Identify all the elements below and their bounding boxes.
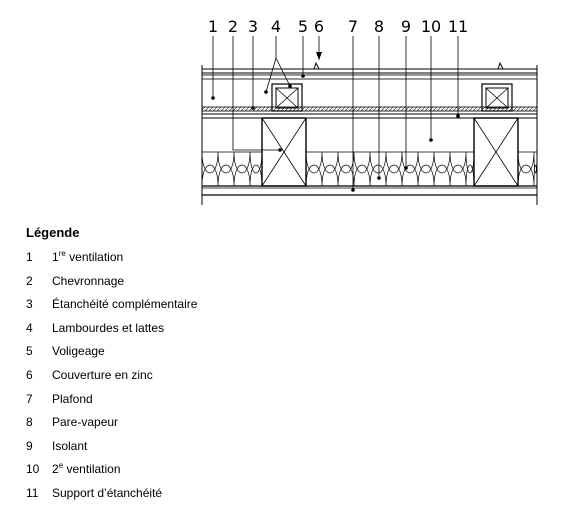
callout-number: 1 [208, 17, 218, 36]
insulation [201, 151, 538, 187]
rafters [261, 117, 519, 187]
legend-number: 6 [26, 368, 33, 382]
legend-label: Couverture en zinc [52, 367, 153, 383]
legend-label: Étanchéité complémentaire [52, 296, 197, 312]
legend-label: Voligeage [52, 343, 105, 359]
legend-label-text: 2 [52, 462, 59, 477]
callout-number: 11 [448, 17, 468, 36]
section-edges [201, 65, 538, 205]
insulation-fill [201, 151, 263, 187]
legend-number: 8 [26, 415, 33, 430]
leader-lines [212, 36, 459, 190]
decking [201, 74, 538, 80]
callout-number: 9 [401, 17, 411, 36]
callout-number: 10 [421, 17, 441, 36]
leader-dots [211, 74, 460, 192]
legend-number: 4 [26, 320, 33, 335]
legend-title: Légende [26, 225, 80, 240]
legend-label: Isolant [52, 438, 87, 454]
callout-number: 8 [374, 17, 384, 36]
callout-number: 3 [248, 17, 258, 36]
ceiling [202, 185, 537, 196]
legend-label-text: Étanchéité complémentaire [52, 297, 198, 312]
legend-label-text: Isolant [52, 438, 88, 453]
insulation-fill [517, 151, 538, 187]
legend-number: 2 [26, 273, 33, 288]
legend-label-superscript: e [58, 461, 64, 471]
legend-label-superscript: re [58, 249, 66, 258]
zinc-arrow [316, 52, 322, 60]
legend-label-suffix: ventilation [63, 462, 121, 477]
legend-number: 3 [26, 297, 33, 312]
legend-label: Support d’étanchéité [52, 485, 162, 501]
legend-number: 11 [26, 486, 39, 500]
legend-number: 10 [26, 462, 40, 477]
legend-label-text: Chevronnage [52, 273, 125, 288]
legend-label: Plafond [52, 391, 93, 407]
legend-label-text: 1 [52, 250, 59, 264]
legend-label-suffix: ventilation [65, 250, 124, 264]
legend-label-text: Support d’étanchéité [52, 486, 163, 500]
legend-label-text: Pare-vapeur [52, 415, 119, 430]
callout-number: 6 [314, 17, 324, 36]
legend-number: 7 [26, 391, 33, 406]
legend-label: 2e ventilation [52, 461, 121, 477]
callout-number: 5 [298, 17, 308, 36]
zinc-covering [202, 61, 537, 74]
legend-number: 1 [26, 250, 33, 264]
legend-label: 1re ventilation [52, 249, 123, 265]
insulation-fill [305, 151, 475, 187]
legend-label: Lambourdes et lattes [52, 320, 164, 336]
callout-number: 7 [348, 17, 358, 36]
battens [271, 83, 513, 112]
callout-number: 2 [228, 17, 238, 36]
legend-label-text: Voligeage [52, 344, 105, 359]
callout-number: 4 [271, 17, 281, 36]
legend-label-text: Plafond [52, 391, 93, 406]
legend-label-text: Lambourdes et lattes [52, 320, 165, 335]
legend-label: Pare-vapeur [52, 414, 118, 430]
legend-number: 5 [26, 344, 33, 359]
legend-label: Chevronnage [52, 273, 124, 289]
legend-number: 9 [26, 438, 33, 453]
legend-label-text: Couverture en zinc [52, 368, 153, 382]
